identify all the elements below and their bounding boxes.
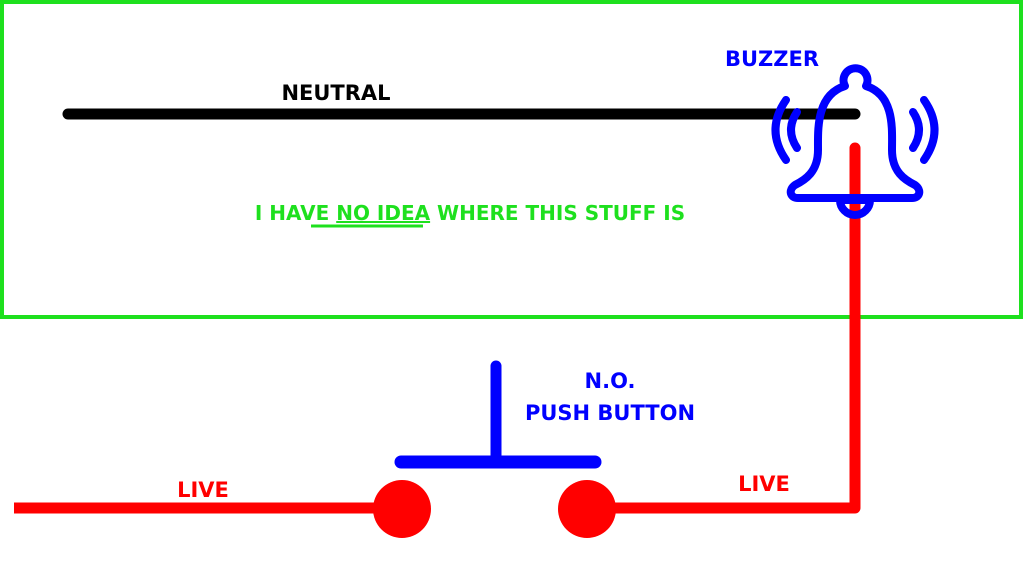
switch-terminal-right — [558, 480, 616, 538]
push-button-symbol — [373, 360, 616, 538]
switch-terminal-left — [373, 480, 431, 538]
buzzer-label: BUZZER — [725, 47, 819, 71]
unknown-area-box — [0, 0, 1023, 319]
live-label-left: LIVE — [177, 478, 229, 502]
switch-label-line1: N.O. — [585, 369, 636, 393]
unknown-area-note: I HAVE NO IDEA WHERE THIS STUFF IS — [255, 201, 685, 225]
switch-label-line2: PUSH BUTTON — [525, 401, 695, 425]
live-label-right: LIVE — [738, 472, 790, 496]
live-wire-right — [584, 142, 861, 514]
neutral-label: NEUTRAL — [281, 81, 390, 105]
bell-icon — [771, 64, 939, 219]
